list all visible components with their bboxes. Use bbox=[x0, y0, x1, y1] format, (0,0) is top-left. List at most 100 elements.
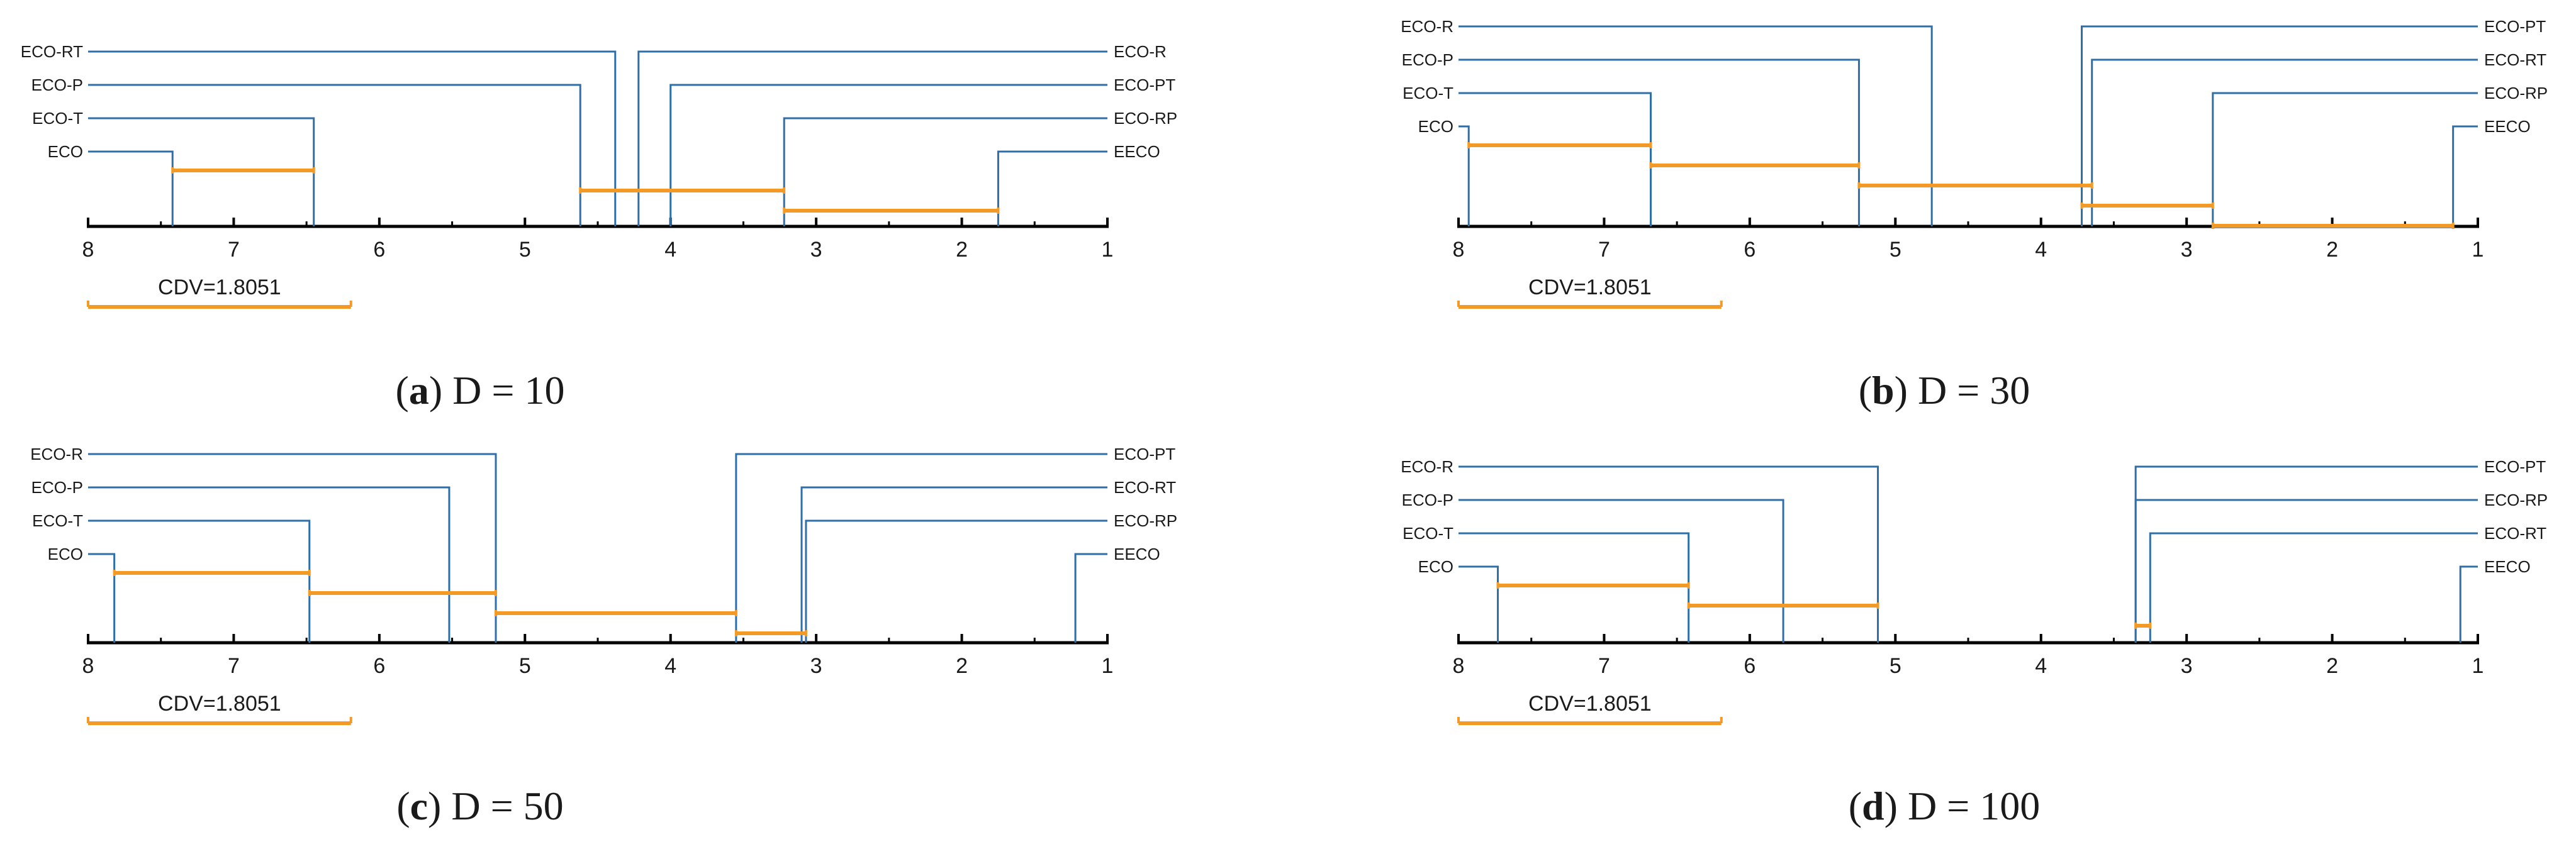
cd-label: CDV=1.8051 bbox=[158, 275, 281, 299]
axis-tick-label: 6 bbox=[373, 654, 385, 678]
method-line-eco-pt bbox=[2081, 25, 2478, 226]
axis-tick-label: 7 bbox=[1598, 654, 1610, 678]
method-label: ECO-T bbox=[1403, 524, 1453, 543]
panel-caption: (b) D = 30 bbox=[1859, 368, 2030, 413]
method-label: ECO-RT bbox=[21, 42, 83, 61]
method-line-eco-p bbox=[1459, 58, 1860, 226]
method-label: ECO bbox=[1418, 557, 1453, 576]
method-label: EECO bbox=[2484, 557, 2531, 576]
caption-letter: b bbox=[1872, 368, 1895, 413]
method-line-eco-t bbox=[88, 519, 311, 643]
method-label: ECO bbox=[1418, 117, 1453, 136]
method-line-eco-rp bbox=[2134, 499, 2478, 643]
axis-tick-label: 7 bbox=[228, 238, 240, 262]
method-label: ECO-R bbox=[1401, 457, 1453, 476]
method-label: ECO-T bbox=[32, 109, 83, 128]
method-line-eco-pt bbox=[2134, 465, 2478, 643]
caption-paren: ( bbox=[396, 368, 409, 413]
method-line-eco-t bbox=[1459, 532, 1690, 643]
method-label: ECO-PT bbox=[2484, 17, 2546, 36]
axis-tick-label: 4 bbox=[664, 654, 676, 678]
axis-tick-label: 4 bbox=[2035, 654, 2047, 678]
method-line-eco bbox=[88, 553, 116, 643]
method-label: ECO-R bbox=[1401, 17, 1453, 36]
method-line-eeco bbox=[997, 150, 1107, 226]
axis-tick-label: 8 bbox=[82, 654, 94, 678]
axis-tick-label: 4 bbox=[2035, 238, 2047, 262]
method-label: ECO-R bbox=[1114, 42, 1167, 61]
method-line-eco-pt bbox=[669, 84, 1107, 226]
axis-tick-label: 5 bbox=[519, 238, 531, 262]
cd-label: CDV=1.8051 bbox=[1528, 692, 1652, 716]
axis-tick-label: 6 bbox=[373, 238, 385, 262]
caption-paren: ( bbox=[1859, 368, 1872, 413]
axis-tick-label: 2 bbox=[2326, 238, 2338, 262]
caption-text: ) D = 10 bbox=[429, 368, 565, 413]
method-label: ECO bbox=[48, 545, 83, 563]
axis-tick-label: 7 bbox=[228, 654, 240, 678]
axis-tick-label: 3 bbox=[810, 238, 822, 262]
axis-tick-label: 1 bbox=[2472, 654, 2484, 678]
method-line-eco bbox=[88, 150, 174, 226]
method-line-eco bbox=[1459, 565, 1499, 643]
axis-tick-label: 2 bbox=[2326, 654, 2338, 678]
method-line-eco-p bbox=[88, 84, 581, 226]
caption-text: ) D = 100 bbox=[1884, 784, 2041, 828]
cd-label: CDV=1.8051 bbox=[1528, 275, 1652, 299]
method-label: ECO-RP bbox=[1114, 511, 1177, 530]
axis-tick-label: 6 bbox=[1744, 654, 1756, 678]
method-line-eco-t bbox=[1459, 92, 1652, 226]
method-line-eco-rp bbox=[805, 519, 1107, 643]
axis-tick-label: 7 bbox=[1598, 238, 1610, 262]
caption-text: ) D = 30 bbox=[1895, 368, 2030, 413]
method-line-eco-r bbox=[88, 453, 497, 643]
method-label: ECO bbox=[48, 142, 83, 161]
axis-tick-label: 5 bbox=[1890, 238, 1901, 262]
method-label: ECO-T bbox=[1403, 84, 1453, 103]
method-label: ECO-PT bbox=[1114, 445, 1175, 463]
axis-tick-label: 1 bbox=[1102, 654, 1114, 678]
panel-caption: (d) D = 100 bbox=[1849, 784, 2041, 828]
axis-tick-label: 8 bbox=[1453, 238, 1465, 262]
panel-caption: (a) D = 10 bbox=[396, 368, 565, 413]
method-label: ECO-P bbox=[31, 75, 83, 94]
method-line-eco-r bbox=[637, 50, 1107, 226]
method-line-eco-rp bbox=[2212, 92, 2478, 226]
method-label: ECO-RT bbox=[1114, 478, 1176, 497]
axis-tick-label: 3 bbox=[810, 654, 822, 678]
method-label: ECO-RP bbox=[2484, 84, 2548, 103]
axis-tick-label: 1 bbox=[1102, 238, 1114, 262]
method-line-eco-t bbox=[88, 117, 315, 226]
method-label: ECO-RP bbox=[2484, 491, 2548, 509]
method-line-eco-r bbox=[1459, 25, 1933, 226]
method-label: ECO-RT bbox=[2484, 524, 2546, 543]
axis-tick-label: 3 bbox=[2181, 654, 2193, 678]
panel-caption: (c) D = 50 bbox=[396, 784, 563, 828]
caption-letter: d bbox=[1862, 784, 1884, 828]
method-label: ECO-P bbox=[1402, 491, 1453, 509]
method-label: EECO bbox=[2484, 117, 2531, 136]
method-label: EECO bbox=[1114, 142, 1160, 161]
method-label: ECO-RP bbox=[1114, 109, 1177, 128]
caption-letter: a bbox=[409, 368, 429, 413]
method-label: ECO-PT bbox=[2484, 457, 2546, 476]
caption-paren: ( bbox=[1849, 784, 1862, 828]
method-line-eco-rt bbox=[2091, 58, 2478, 226]
method-line-eco-rt bbox=[2149, 532, 2478, 643]
method-label: EECO bbox=[1114, 545, 1160, 563]
method-line-eeco bbox=[1074, 553, 1107, 643]
method-label: ECO-P bbox=[1402, 50, 1453, 69]
caption-letter: c bbox=[410, 784, 428, 828]
axis-tick-label: 6 bbox=[1744, 238, 1756, 262]
method-label: ECO-PT bbox=[1114, 75, 1175, 94]
cd-label: CDV=1.8051 bbox=[158, 692, 281, 716]
method-line-eeco bbox=[2452, 125, 2478, 226]
method-label: ECO-R bbox=[30, 445, 83, 463]
caption-paren: ( bbox=[396, 784, 410, 828]
method-line-eeco bbox=[2459, 565, 2478, 643]
axis-tick-label: 8 bbox=[82, 238, 94, 262]
